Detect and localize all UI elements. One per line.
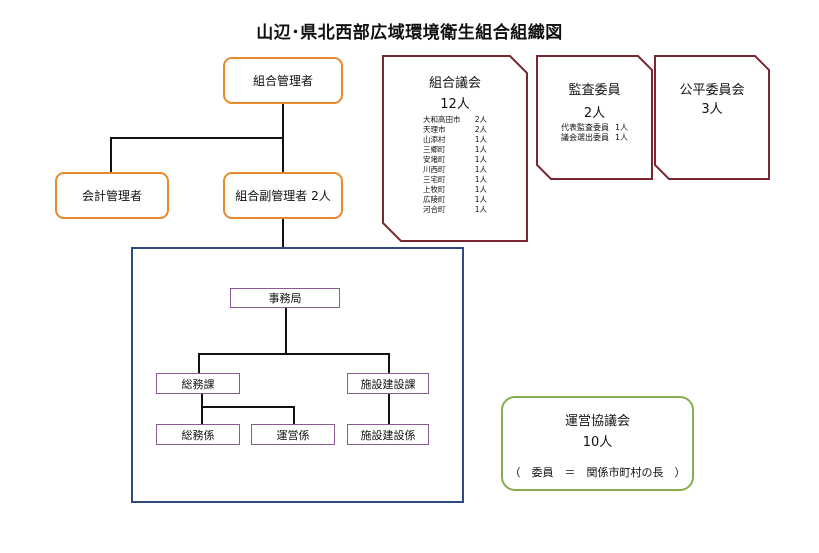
fairness-box: 公平委員会 3人 [655,79,769,117]
connector-line [282,219,284,247]
connector-line [198,353,200,373]
general-affairs-section-label: 総務係 [181,428,215,442]
facility-construction-label: 施設建設課 [360,377,416,391]
operation-section-label: 運営係 [276,428,310,442]
connector-line [201,394,203,424]
fairness-count: 3人 [701,102,723,117]
assembly-name: 組合議会 [428,76,481,91]
connector-line [293,406,295,424]
audit-count: 2人 [583,106,606,121]
operation-section-box: 運営係 [251,424,335,445]
general-affairs-box: 総務課 [156,373,240,394]
council-name: 運営協議会 [564,414,630,429]
office-head-box: 事務局 [230,288,340,308]
general-affairs-label: 総務課 [181,377,215,391]
facility-construction-box: 施設建設課 [347,373,429,394]
facility-construction-section-box: 施設建設係 [347,424,429,445]
facility-construction-section-label: 施設建設係 [360,428,416,442]
audit-name: 監査委員 [568,83,621,98]
accountant-label: 会計管理者 [81,189,142,203]
connector-line [388,353,390,373]
fairness-outline [654,55,770,180]
fairness-name: 公平委員会 [679,83,745,98]
connector-line [201,406,295,408]
council-note: （ 委員 ＝ 関係市町村の長 ） [509,466,686,479]
accountant-box: 会計管理者 [55,172,169,219]
manager-box: 組合管理者 [223,57,343,104]
assembly-count: 12人 [440,97,470,112]
chart-title: 山辺･県北西部広域環境衛生組合組織図 [256,23,563,43]
vice-manager-label: 組合副管理者 2人 [235,189,331,203]
council-count: 10人 [582,435,613,450]
connector-line [110,137,284,139]
general-affairs-section-box: 総務係 [156,424,240,445]
manager-label: 組合管理者 [252,74,313,88]
connector-line [285,308,287,354]
council-box: 運営協議会 10人 （ 委員 ＝ 関係市町村の長 ） [501,396,694,491]
connector-line [110,137,112,172]
vice-manager-box: 組合副管理者 2人 [223,172,343,219]
connector-line [198,353,390,355]
connector-line [388,394,390,424]
office-head-label: 事務局 [268,292,302,305]
